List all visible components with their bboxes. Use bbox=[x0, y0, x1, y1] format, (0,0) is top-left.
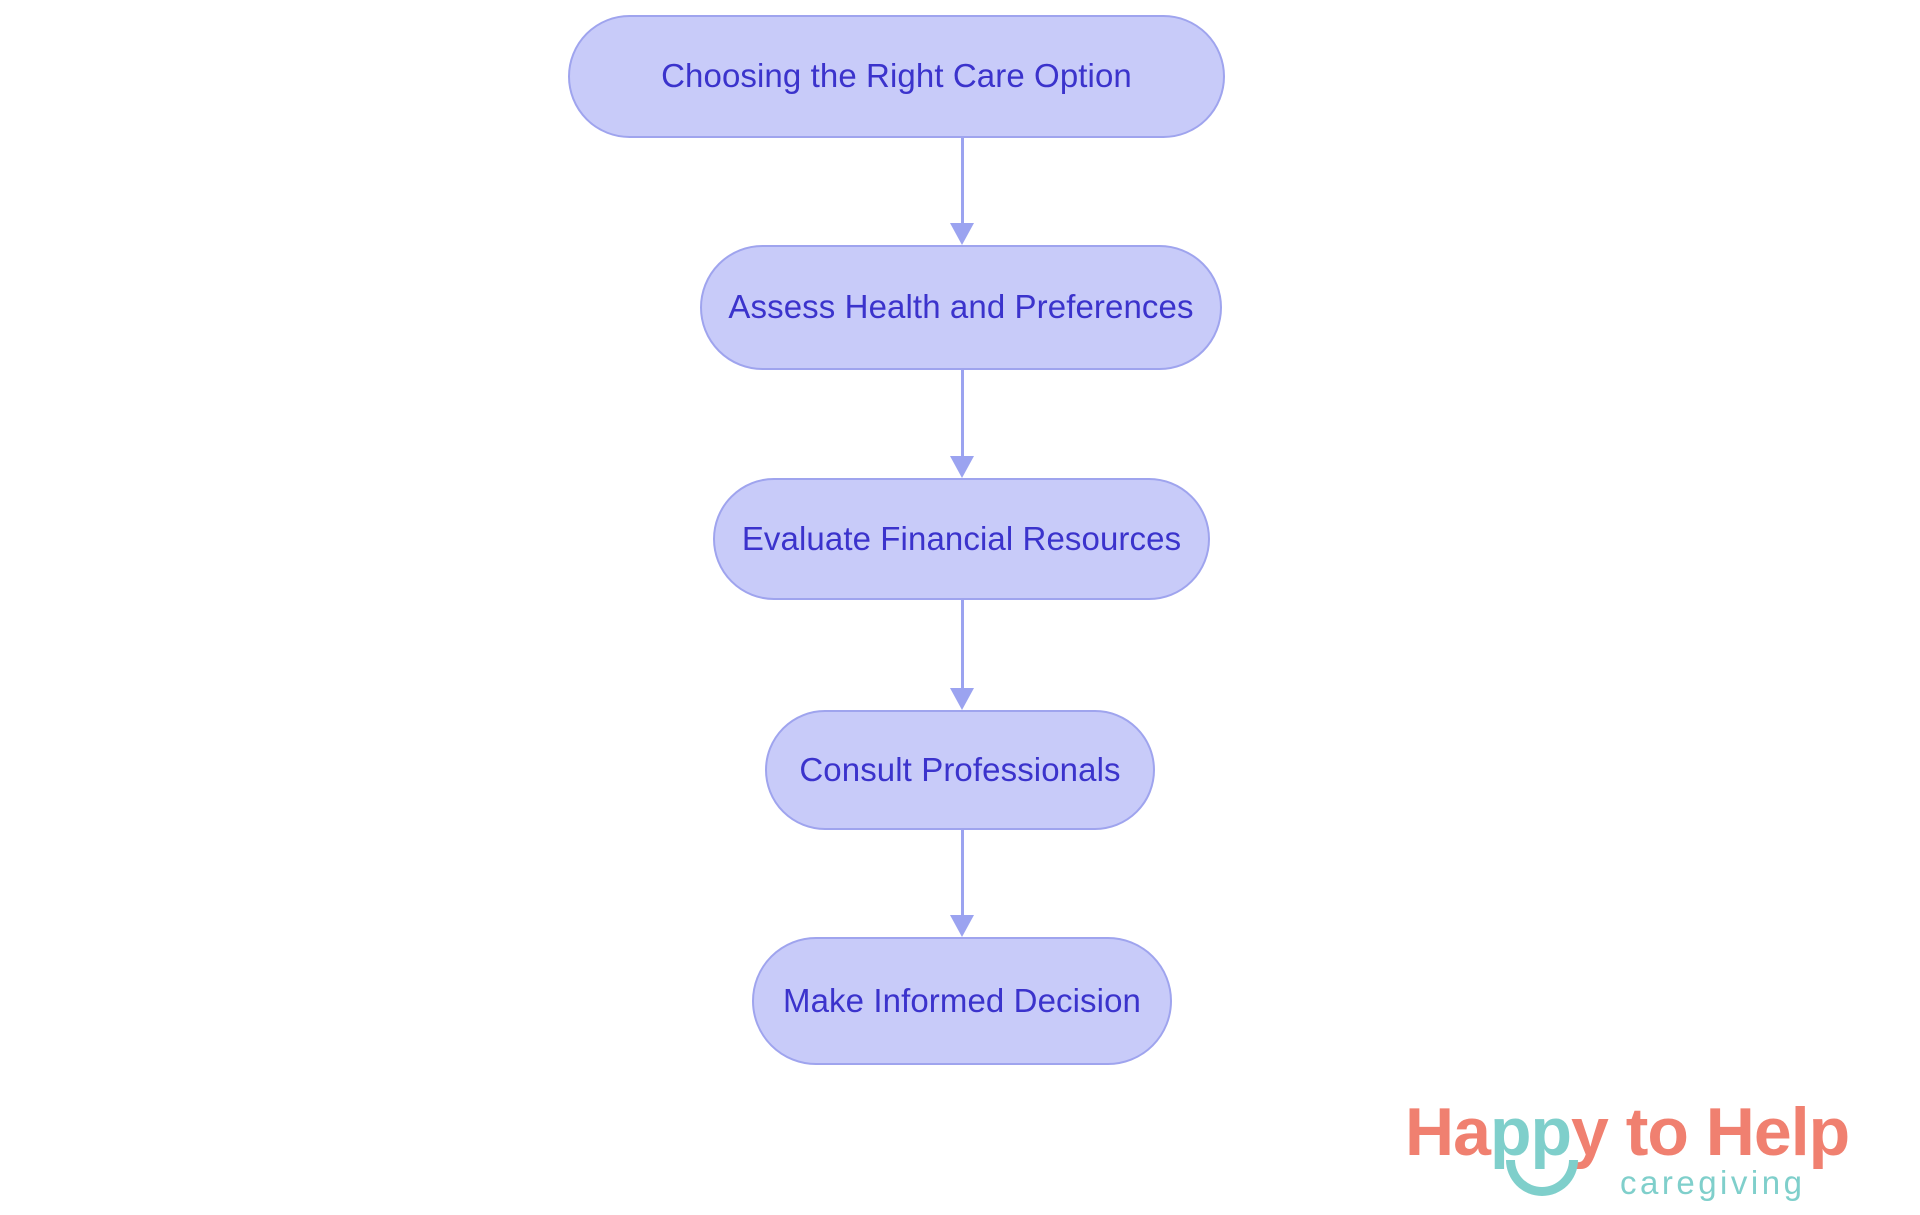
flow-connector-1-to-2 bbox=[950, 138, 974, 245]
flow-node-label: Assess Health and Preferences bbox=[728, 288, 1194, 326]
smile-icon bbox=[1506, 1160, 1578, 1196]
flow-node-consult-professionals[interactable]: Consult Professionals bbox=[765, 710, 1155, 830]
flowchart: Choosing the Right Care Option Assess He… bbox=[568, 15, 1225, 1065]
flow-node-evaluate-financial-resources[interactable]: Evaluate Financial Resources bbox=[713, 478, 1210, 600]
flow-node-label: Evaluate Financial Resources bbox=[741, 519, 1182, 557]
logo-word-part-pp: pp bbox=[1489, 1094, 1572, 1170]
flow-node-label: Make Informed Decision bbox=[782, 981, 1141, 1019]
connector-line bbox=[960, 370, 964, 456]
flow-node-label: Choosing the Right Care Option bbox=[661, 57, 1132, 95]
connector-line bbox=[960, 830, 964, 915]
flow-node-label: Consult Professionals bbox=[799, 750, 1121, 788]
flow-connector-3-to-4 bbox=[950, 600, 974, 710]
logo-tagline: caregiving bbox=[1620, 1164, 1806, 1201]
down-arrow-icon bbox=[950, 688, 974, 710]
down-arrow-icon bbox=[950, 456, 974, 478]
down-arrow-icon bbox=[950, 915, 974, 937]
logo-word-part-1: Ha bbox=[1405, 1094, 1491, 1170]
connector-line bbox=[960, 138, 964, 223]
down-arrow-icon bbox=[950, 223, 974, 245]
flow-connector-4-to-5 bbox=[950, 830, 974, 937]
flow-connector-2-to-3 bbox=[950, 370, 974, 478]
logo-word-part-2: y to Help bbox=[1571, 1094, 1850, 1170]
connector-line bbox=[960, 600, 964, 688]
flow-node-assess-health-and-preferences[interactable]: Assess Health and Preferences bbox=[700, 245, 1222, 370]
flow-node-make-informed-decision[interactable]: Make Informed Decision bbox=[752, 937, 1172, 1065]
brand-logo: Happy to Help caregiving bbox=[1405, 1098, 1905, 1210]
logo-wordmark: Happy to Help bbox=[1405, 1098, 1850, 1166]
flow-node-choosing-the-right-care-option[interactable]: Choosing the Right Care Option bbox=[568, 15, 1225, 138]
